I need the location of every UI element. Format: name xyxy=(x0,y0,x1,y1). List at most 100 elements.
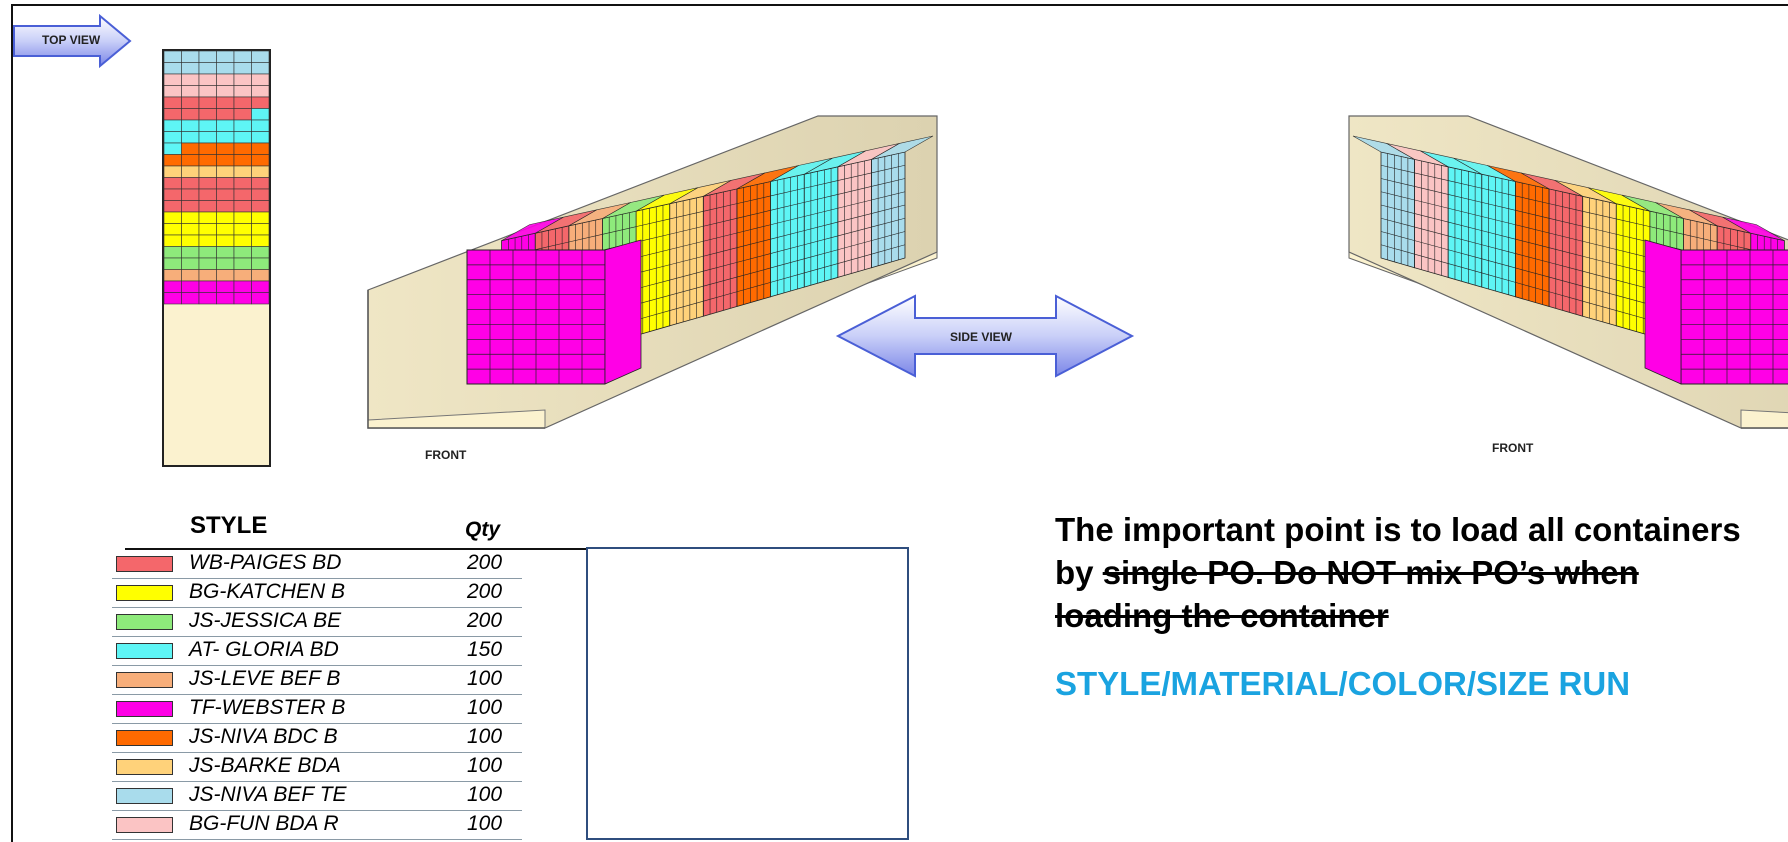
cargo-grid-line xyxy=(703,218,737,227)
top-view-cell xyxy=(163,165,182,178)
cargo-grid-line xyxy=(703,291,738,302)
top-view-cell xyxy=(233,108,252,121)
top-view-cell xyxy=(198,257,217,270)
cargo-grid-line xyxy=(736,238,771,248)
top-view-cell xyxy=(181,280,200,293)
side-view-arrow: SIDE VIEW xyxy=(835,294,1135,378)
legend-style-name: JS-LEVE BEF B xyxy=(189,667,341,690)
top-view-cell xyxy=(216,177,235,190)
top-view-cell xyxy=(233,73,252,86)
cargo-grid-line xyxy=(736,210,771,219)
top-view-cell xyxy=(216,131,235,144)
cargo-slab-side xyxy=(1548,188,1584,317)
top-view-cell xyxy=(251,211,270,224)
top-view-cell xyxy=(251,50,270,63)
front-cargo-face xyxy=(1680,249,1788,385)
cargo-grid-line xyxy=(1548,291,1583,302)
top-view-cell xyxy=(181,188,200,201)
top-view-cell xyxy=(233,154,252,167)
top-view-cell xyxy=(163,177,182,190)
top-view-arrow: TOP VIEW xyxy=(13,13,132,69)
cargo-grid-line xyxy=(1515,282,1550,293)
legend-row: TF-WEBSTER B 100 xyxy=(112,694,522,724)
top-view-cell xyxy=(216,188,235,201)
cargo-grid-line xyxy=(1448,263,1482,274)
legend-divider xyxy=(125,548,587,550)
top-view-cell xyxy=(216,108,235,121)
cargo-grid-line xyxy=(1616,249,1650,259)
top-view-cell xyxy=(233,188,252,201)
top-view-cell xyxy=(251,142,270,155)
cargo-grid-line xyxy=(736,267,771,278)
legend-row: BG-KATCHEN B 200 xyxy=(112,578,522,608)
cargo-grid-line xyxy=(837,253,872,264)
legend-qty-value: 100 xyxy=(467,696,503,719)
cargo-grid-line xyxy=(1380,191,1415,201)
legend-style-name: AT- GLORIA BD xyxy=(189,638,339,661)
cargo-grid-line xyxy=(1448,221,1482,231)
cargo-grid-line xyxy=(703,247,737,257)
top-view-cell xyxy=(216,73,235,86)
cargo-grid-line xyxy=(1582,285,1617,296)
cargo-slab-side xyxy=(1582,195,1617,327)
top-view-cell xyxy=(181,211,200,224)
slide-frame xyxy=(11,4,1788,842)
cargo-grid-line xyxy=(804,180,838,189)
cargo-grid-line xyxy=(635,310,670,321)
legend-swatch xyxy=(116,614,173,630)
cargo-grid-line xyxy=(770,187,805,197)
front-label-left: FRONT xyxy=(425,448,467,462)
top-view-cell xyxy=(251,62,270,75)
legend-style-name: JS-BARKE BDA xyxy=(189,754,341,777)
cargo-grid-line xyxy=(871,231,906,241)
cargo-grid-line xyxy=(1549,203,1583,212)
cargo-grid-line xyxy=(837,213,872,223)
cargo-grid-line xyxy=(1481,202,1516,211)
top-view-cell xyxy=(198,85,217,98)
cargo-slab-side xyxy=(837,158,872,278)
top-view-label: TOP VIEW xyxy=(42,33,101,47)
legend-swatch xyxy=(116,730,173,746)
cargo-grid-line xyxy=(636,279,670,290)
cargo-grid-line xyxy=(736,224,771,234)
top-view-cell xyxy=(216,119,235,132)
cargo-grid-line xyxy=(1380,178,1415,187)
cargo-grid-line xyxy=(636,233,670,243)
top-view-cell xyxy=(233,257,252,270)
top-view-cell xyxy=(216,234,235,247)
cargo-grid-line xyxy=(669,255,704,266)
cargo-grid-line xyxy=(1582,240,1617,250)
top-view-cell xyxy=(251,200,270,213)
top-view-cell xyxy=(198,223,217,236)
container-front-edge xyxy=(367,290,545,429)
cargo-grid-line xyxy=(770,216,805,226)
empty-box xyxy=(586,547,909,840)
legend-row: JS-BARKE BDA 100 xyxy=(112,752,522,782)
cargo-grid-line xyxy=(1515,224,1550,234)
cargo-grid-line xyxy=(1380,231,1415,241)
cargo-grid-line xyxy=(1582,255,1617,266)
top-view-cell xyxy=(233,269,252,282)
top-view-cell xyxy=(198,246,217,259)
top-view-cell xyxy=(181,119,200,132)
cargo-grid-line xyxy=(1515,238,1550,248)
cargo-grid-line xyxy=(770,202,805,211)
legend-qty-value: 100 xyxy=(467,667,503,690)
cargo-grid-line xyxy=(1481,244,1516,254)
top-view-cell xyxy=(251,269,270,282)
top-view-cell xyxy=(181,165,200,178)
cargo-grid-line xyxy=(871,164,906,174)
top-view-cell xyxy=(181,131,200,144)
top-view-cell xyxy=(181,73,200,86)
top-view-container xyxy=(162,49,271,467)
cargo-slab-side xyxy=(803,166,839,288)
top-view-cell xyxy=(251,234,270,247)
top-view-cell xyxy=(181,50,200,63)
top-view-cell xyxy=(251,165,270,178)
container-floor-front xyxy=(1740,409,1788,429)
top-view-cell xyxy=(163,234,182,247)
cargo-grid-line xyxy=(1616,264,1650,274)
top-view-cell xyxy=(233,200,252,213)
top-view-cell xyxy=(251,154,270,167)
legend-swatch xyxy=(116,788,173,804)
